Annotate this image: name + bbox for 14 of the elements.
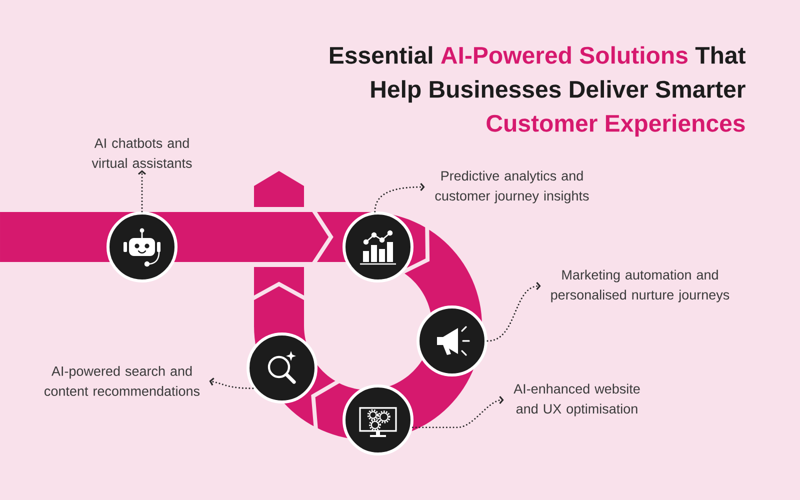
step-label: AI-enhanced website and UX optimisation	[514, 384, 640, 416]
icon-circle	[416, 305, 488, 376]
dotted-arrow	[486, 282, 541, 342]
step-label: Predictive analytics and customer journey insights	[435, 170, 589, 204]
step-label: Marketing automation and personalised nurture journeys	[551, 270, 730, 302]
step-label: AI-powered search and content recommendations	[44, 366, 200, 396]
title: Essential AI-Powered Solutions That Help Businesses Deliver Smarter Customer Experiences	[330, 46, 746, 137]
dotted-arrow	[138, 170, 146, 212]
dotted-arrow	[374, 182, 425, 212]
dotted-arrow	[209, 378, 254, 390]
step-label: AI chatbots and virtual assistants	[92, 138, 192, 168]
dotted-arrow	[412, 396, 504, 428]
icon-circle	[342, 384, 414, 456]
icon-circle	[246, 332, 318, 404]
